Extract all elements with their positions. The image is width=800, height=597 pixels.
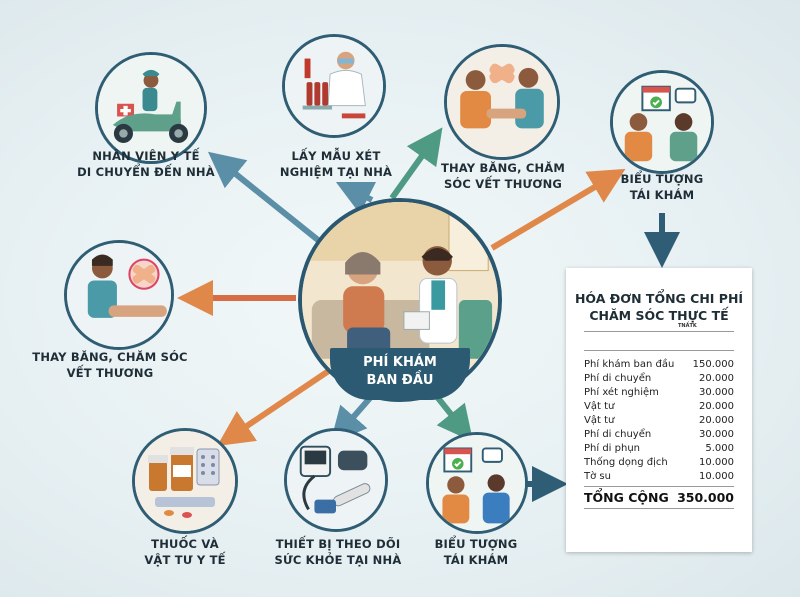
center-label-line: PHÍ KHÁM — [363, 355, 437, 370]
receipt-item-value: 10.000 — [699, 457, 734, 468]
caption-line: THAY BĂNG, CHĂM SÓC — [32, 350, 188, 364]
receipt-total-value: 350.000 — [677, 490, 734, 505]
receipt-row: Phí di phụn 5.000 — [584, 442, 734, 455]
receipt-item-label: Phí xét nghiệm — [584, 387, 659, 398]
arrow-to-follow-up-bottom — [435, 396, 474, 443]
caption-monitor: THIẾT BỊ THEO DÕI SỨC KHỎE TẠI NHÀ — [258, 536, 418, 568]
receipt-divider — [584, 508, 734, 509]
receipt-item-value: 30.000 — [699, 429, 734, 440]
receipt-divider — [584, 350, 734, 351]
arrow-to-wound-top — [389, 127, 443, 200]
receipt-item-label: Phí di chuyển — [584, 373, 652, 384]
caption-line: TÁI KHÁM — [629, 188, 695, 202]
receipt-row: Tờ su 10.000 — [584, 470, 734, 483]
receipt-item-value: 30.000 — [699, 387, 734, 398]
arrow-to-monitor — [330, 396, 373, 444]
receipt-row: Phí di chuyển 30.000 — [584, 428, 734, 441]
receipt-divider — [584, 331, 734, 332]
node-follow-up-top — [610, 70, 714, 174]
bandage-arm-icon — [67, 243, 171, 347]
node-nurse-scooter — [95, 52, 207, 164]
receipt-title: HÓA ĐƠN TỔNG CHI PHÍ CHĂM SÓC THỰC TẾ — [566, 290, 752, 324]
receipt-row: Phí di chuyển 20.000 — [584, 372, 734, 385]
receipt-row: Vật tư 20.000 — [584, 400, 734, 413]
center-label-line: BAN ĐẦU — [366, 373, 434, 388]
receipt-row: Phí xét nghiệm 30.000 — [584, 386, 734, 399]
arrow-to-blood-test — [335, 181, 377, 215]
node-blood-test — [282, 34, 386, 138]
receipt-row: Vật tư 20.000 — [584, 414, 734, 427]
receipt: HÓA ĐƠN TỔNG CHI PHÍ CHĂM SÓC THỰC TẾ TN… — [566, 268, 752, 552]
caption-wound-care-left: THAY BĂNG, CHĂM SÓC VẾT THƯƠNG — [20, 349, 200, 381]
receipt-item-label: Phí di chuyển — [584, 429, 652, 440]
caption-line: DI CHUYỂN ĐẾN NHÀ — [77, 165, 215, 179]
caption-line: NGHIỆM TẠI NHÀ — [279, 165, 393, 179]
receipt-divider — [584, 486, 734, 487]
receipt-item-label: Thống dọng địch — [584, 457, 668, 468]
receipt-item-label: Vật tư — [584, 401, 615, 412]
medicine-icon — [135, 431, 235, 531]
caption-line: THIẾT BỊ THEO DÕI — [275, 537, 401, 551]
caption-line: BIỂU TƯỢNG — [620, 172, 704, 186]
caption-line: BIỂU TƯỢNG — [434, 537, 518, 551]
receipt-row: Phí khám ban đầu 150.000 — [584, 358, 734, 371]
caption-line: NHÂN VIÊN Y TẾ — [92, 149, 200, 163]
receipt-item-label: Tờ su — [584, 471, 611, 482]
center-label: PHÍ KHÁM BAN ĐẦU — [330, 348, 470, 400]
bandage-icon — [447, 47, 557, 157]
calendar-check-icon — [429, 435, 525, 531]
arrow-to-follow-up-top — [490, 168, 626, 251]
blood-pressure-monitor-icon — [287, 431, 385, 529]
receipt-item-label: Vật tư — [584, 415, 615, 426]
node-medicine — [132, 428, 238, 534]
caption-follow-up-bottom: BIỂU TƯỢNG TÁI KHÁM — [416, 536, 536, 568]
receipt-item-value: 20.000 — [699, 401, 734, 412]
caption-line: TÁI KHÁM — [443, 553, 509, 567]
caption-nurse-scooter: NHÂN VIÊN Y TẾ DI CHUYỂN ĐẾN NHÀ — [66, 148, 226, 180]
caption-line: THAY BĂNG, CHĂM — [440, 161, 566, 175]
scooter-nurse-icon — [98, 55, 204, 161]
receipt-title-line: CHĂM SÓC THỰC TẾ — [589, 308, 729, 323]
node-follow-up-bottom — [426, 432, 528, 534]
receipt-total-label: TỔNG CỘNG — [584, 490, 669, 505]
arrow-to-medicine — [217, 367, 332, 447]
arrow-to-nurse — [207, 151, 320, 243]
caption-medicine: THUỐC VÀ VẬT TƯ Y TẾ — [120, 536, 250, 568]
receipt-item-value: 20.000 — [699, 373, 734, 384]
caption-line: VẾT THƯƠNG — [66, 366, 154, 380]
receipt-item-label: Phí di phụn — [584, 443, 640, 454]
caption-line: SỨC KHỎE TẠI NHÀ — [274, 553, 402, 567]
caption-wound-care-top: THAY BĂNG, CHĂM SÓC VẾT THƯƠNG — [428, 160, 578, 192]
calendar-check-icon — [613, 73, 711, 171]
caption-line: LẤY MẪU XÉT — [291, 149, 381, 163]
receipt-item-value: 5.000 — [705, 443, 734, 454]
caption-blood-test: LẤY MẪU XÉT NGHIỆM TẠI NHÀ — [264, 148, 408, 180]
node-monitor — [284, 428, 388, 532]
caption-line: SÓC VẾT THƯƠNG — [443, 177, 563, 191]
node-wound-care-left — [64, 240, 174, 350]
receipt-row: Thống dọng địch 10.000 — [584, 456, 734, 469]
receipt-item-value: 150.000 — [692, 359, 734, 370]
caption-follow-up-top: BIỂU TƯỢNG TÁI KHÁM — [604, 171, 720, 203]
receipt-item-value: 10.000 — [699, 471, 734, 482]
node-wound-care-top — [444, 44, 560, 160]
blood-test-icon — [285, 37, 383, 135]
receipt-item-value: 20.000 — [699, 415, 734, 426]
caption-line: THUỐC VÀ — [151, 537, 219, 551]
receipt-item-label: Phí khám ban đầu — [584, 359, 675, 370]
receipt-title-line: HÓA ĐƠN TỔNG CHI PHÍ — [574, 291, 744, 306]
caption-line: VẬT TƯ Y TẾ — [144, 553, 226, 567]
receipt-tiny-text: TNẤTK — [678, 323, 697, 329]
